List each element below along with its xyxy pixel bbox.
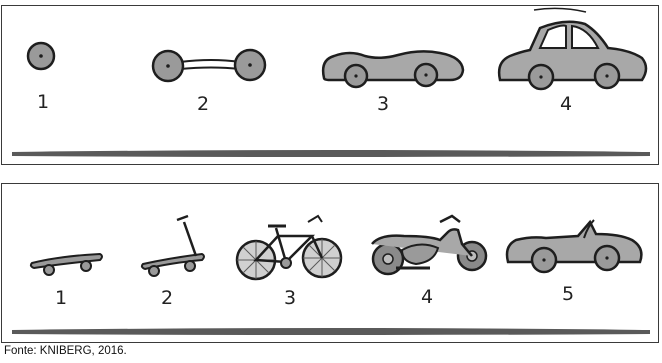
skateboard-icon (31, 254, 102, 275)
top-step-2-label: 2 (197, 93, 209, 115)
top-step-3-label: 3 (377, 93, 389, 115)
bottom-step-2-label: 2 (161, 287, 173, 309)
wheel-icon (28, 43, 54, 69)
source-caption: Fonte: KNIBERG, 2016. (4, 345, 127, 357)
top-step-4-label: 4 (560, 93, 572, 115)
bottom-ground-line (12, 328, 650, 335)
bottom-step-1-label: 1 (55, 287, 67, 309)
bottom-step-4-label: 4 (421, 286, 433, 308)
top-ground-line (12, 150, 650, 157)
bottom-step-5-label: 5 (562, 283, 574, 305)
bottom-step-3-label: 3 (284, 287, 296, 309)
motorcycle-icon (372, 216, 486, 274)
scooter-icon (142, 216, 204, 276)
top-step-1-label: 1 (37, 91, 49, 113)
convertible-car-icon (507, 220, 641, 272)
bicycle-icon (237, 216, 341, 279)
axle-icon (153, 50, 265, 81)
car-icon (499, 8, 646, 89)
car-body-icon (323, 51, 463, 87)
